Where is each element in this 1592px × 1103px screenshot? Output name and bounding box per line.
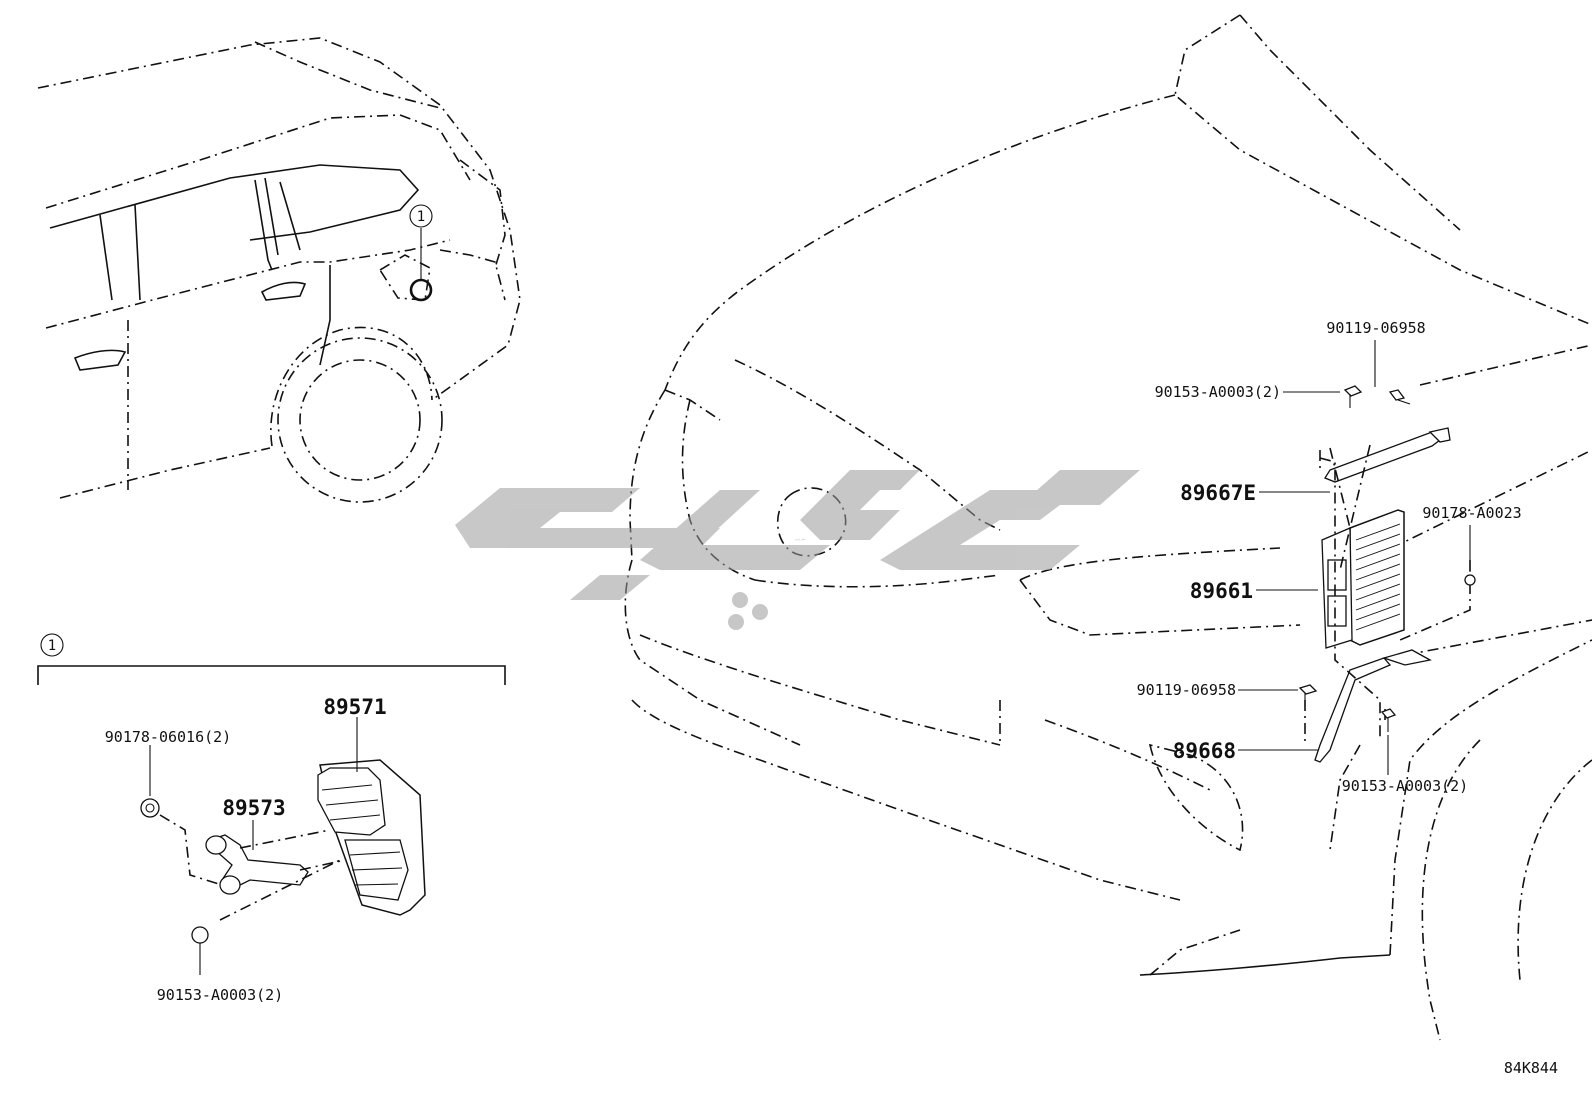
callout-marker-detail: 1 [48,638,56,654]
label-89573: 89573 [222,796,285,820]
label-89661: 89661 [1190,579,1253,603]
vehicle-side-view: 1 [37,37,521,503]
vehicle-front-view [624,14,1592,1041]
label-90119-06958-top: 90119-06958 [1326,319,1425,337]
leader-lines [149,340,1471,975]
detail-view-1: 1 [37,633,506,958]
label-90178-06016: 90178-06016(2) [105,728,231,746]
label-90153-A0003-left: 90153-A0003(2) [157,986,283,1004]
label-89668: 89668 [1173,739,1236,763]
label-89667E: 89667E [1180,481,1256,505]
diagram-code: 84K844 [1504,1059,1558,1077]
watermark-text: ملی پارت [795,538,805,541]
label-89571: 89571 [323,695,386,719]
ecu-assembly [1298,385,1476,763]
watermark-logo: ملی پارت [455,470,1140,630]
label-90119-06958-mid: 90119-06958 [1137,681,1236,699]
callout-marker-top: 1 [417,209,425,225]
part-labels: 90119-06958 90153-A0003(2) 89667E 90178-… [105,319,1558,1077]
label-90153-A0003-top: 90153-A0003(2) [1155,383,1281,401]
label-90153-A0003-right: 90153-A0003(2) [1342,777,1468,795]
label-90178-A0023: 90178-A0023 [1422,504,1521,522]
